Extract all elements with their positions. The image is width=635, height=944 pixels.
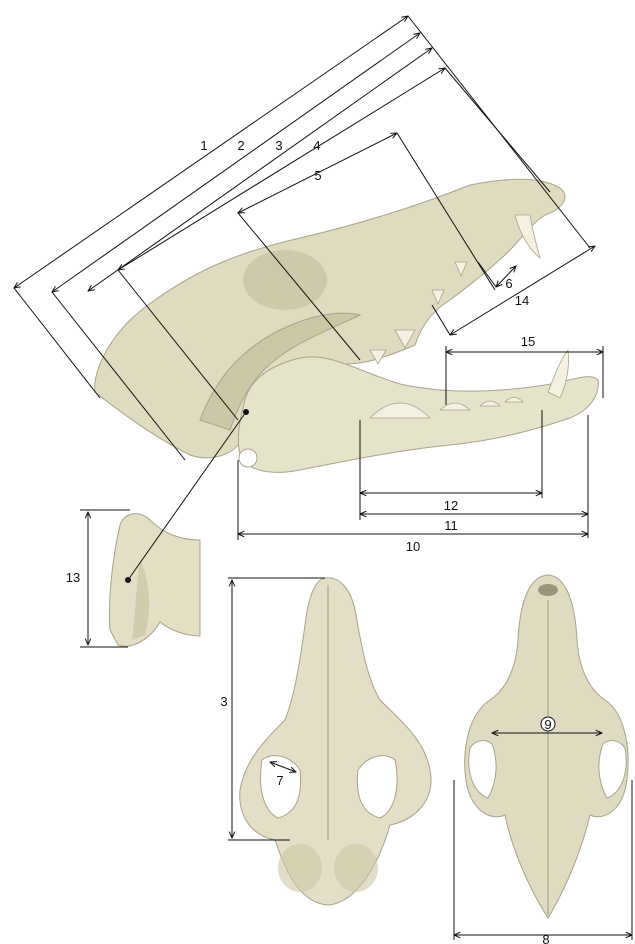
label-5: 5 [314, 168, 321, 183]
dorsal-skull-drawing [465, 575, 628, 918]
label-12: 12 [444, 498, 458, 513]
label-9: 9 [544, 717, 551, 732]
label-2: 2 [237, 138, 244, 153]
extension-line-4b [445, 68, 550, 192]
label-4: 4 [313, 138, 320, 153]
lateral-skull-drawing [95, 179, 599, 472]
extension-line-1a [14, 288, 100, 398]
label-6: 6 [505, 276, 512, 291]
label-15: 15 [521, 334, 535, 349]
label-13: 13 [66, 570, 80, 585]
label-14: 14 [515, 293, 529, 308]
label-3-ventral: 3 [220, 694, 227, 709]
label-8: 8 [542, 932, 549, 944]
label-3: 3 [275, 138, 282, 153]
detail-bone-drawing [109, 514, 200, 647]
extension-line-14a [432, 305, 450, 335]
callout-dot-skull [243, 409, 249, 415]
ventral-skull-drawing [240, 578, 431, 905]
label-1: 1 [200, 138, 207, 153]
label-11: 11 [444, 518, 458, 533]
callout-dot-detail [125, 577, 131, 583]
label-10: 10 [406, 539, 420, 554]
label-7: 7 [276, 773, 283, 788]
